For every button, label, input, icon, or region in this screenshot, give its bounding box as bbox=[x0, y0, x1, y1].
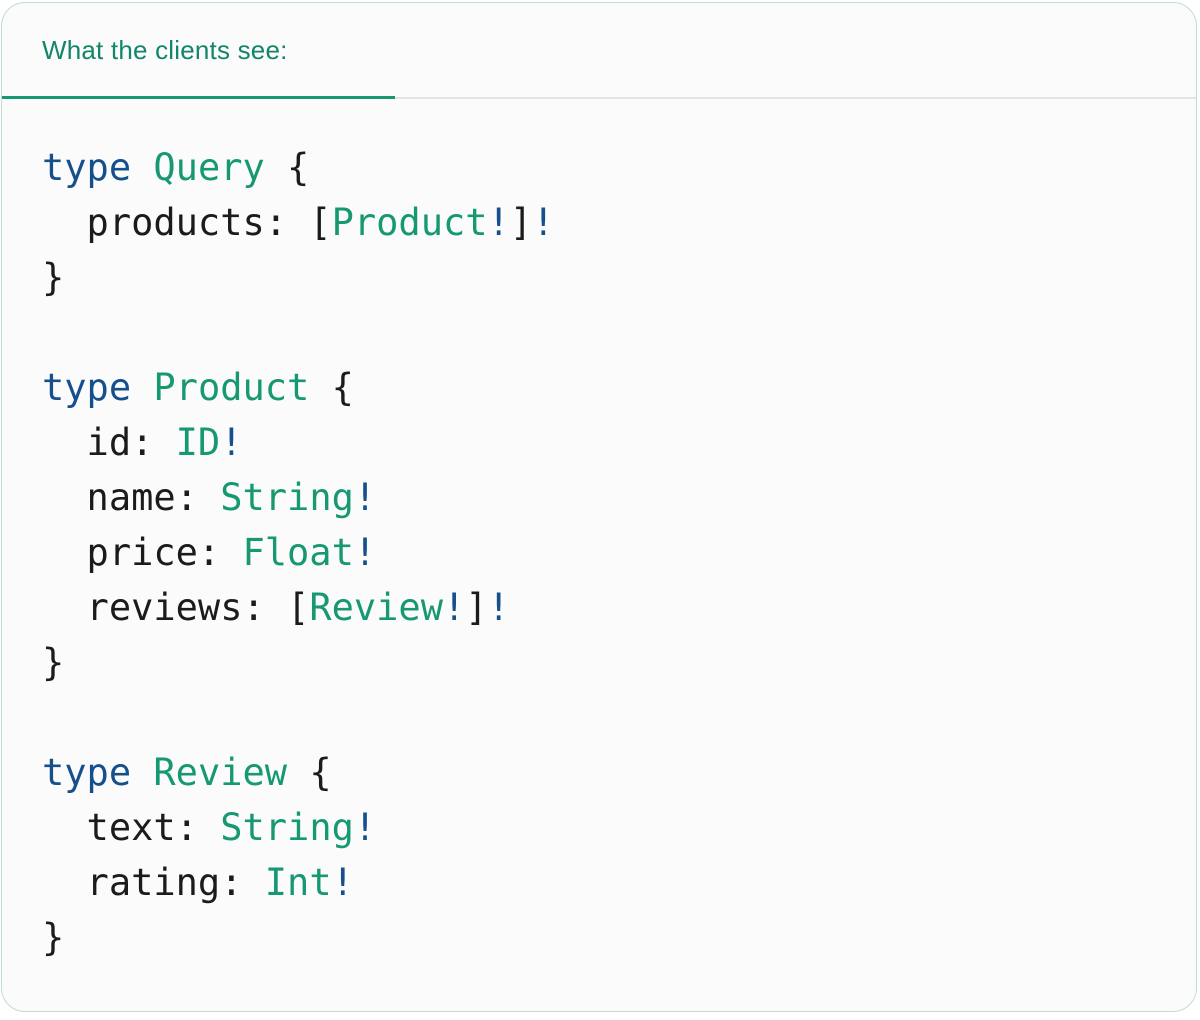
tab-what-the-clients-see[interactable]: What the clients see: bbox=[2, 3, 395, 99]
tab-bar: What the clients see: bbox=[2, 3, 1196, 99]
active-tab-indicator bbox=[2, 96, 395, 99]
tab-label: What the clients see: bbox=[42, 34, 288, 65]
code-block: type Query { products: [Product!]!} type… bbox=[42, 146, 555, 959]
